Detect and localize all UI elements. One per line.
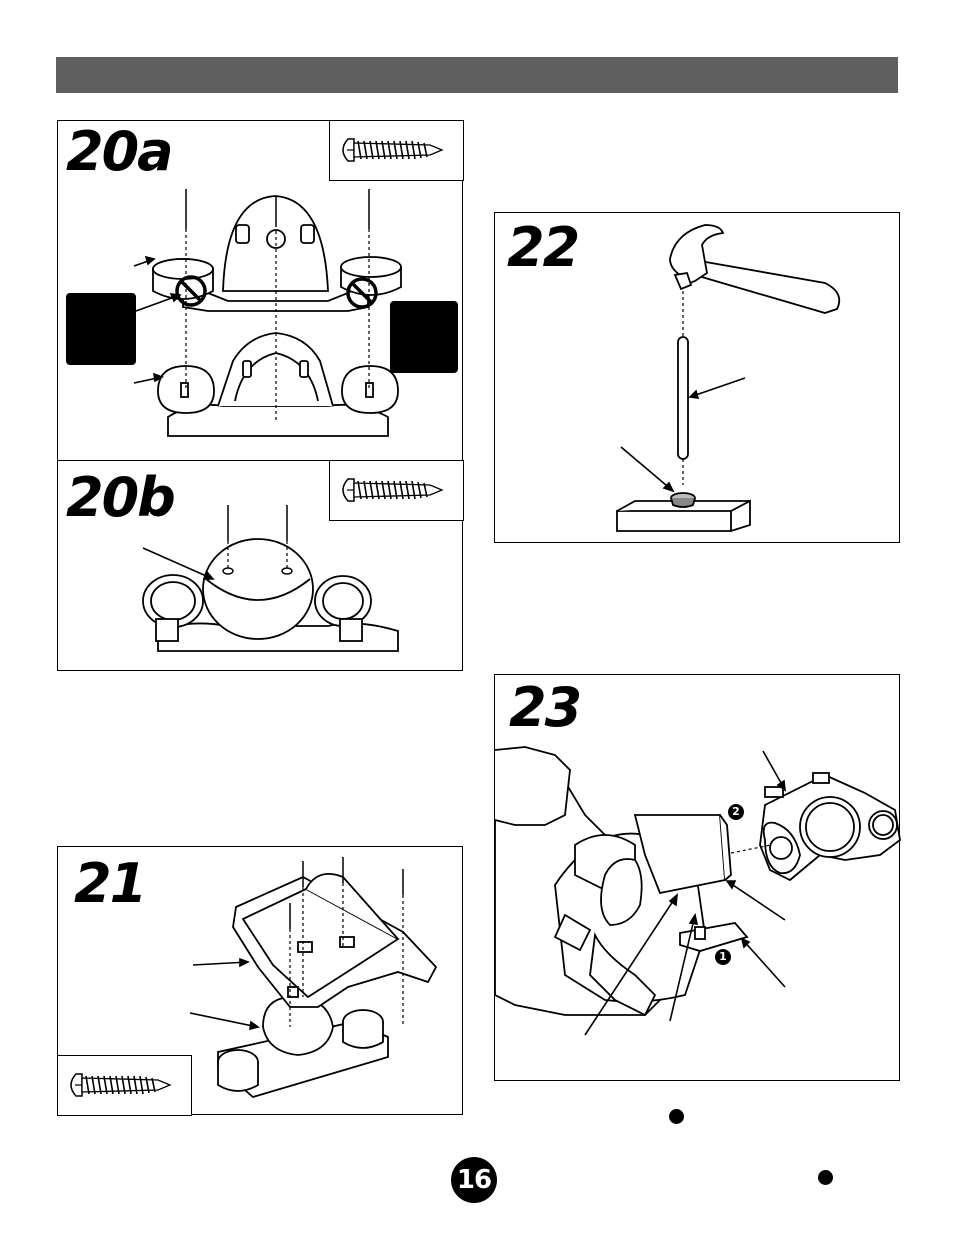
step-23-illustration — [495, 675, 901, 1082]
callout-1: 1 — [715, 949, 731, 965]
step-21-panel: 21 — [57, 846, 463, 1115]
hammer-icon — [670, 225, 839, 313]
callout-2: 2 — [728, 804, 744, 820]
step-20b-illustration — [58, 461, 464, 672]
step-23-panel: 23 — [494, 674, 900, 1081]
step-21-illustration — [58, 847, 464, 1116]
step-22-illustration — [495, 213, 901, 544]
page-number: 16 — [451, 1157, 497, 1203]
step-20b-panel: 20b — [57, 460, 463, 671]
header-bar — [56, 57, 898, 93]
step-22-panel: 22 — [494, 212, 900, 543]
bullet-dot-right — [818, 1170, 833, 1185]
step-20a-illustration — [58, 121, 464, 462]
bullet-dot-left — [669, 1109, 684, 1124]
step-20a-panel: 20a — [57, 120, 463, 461]
